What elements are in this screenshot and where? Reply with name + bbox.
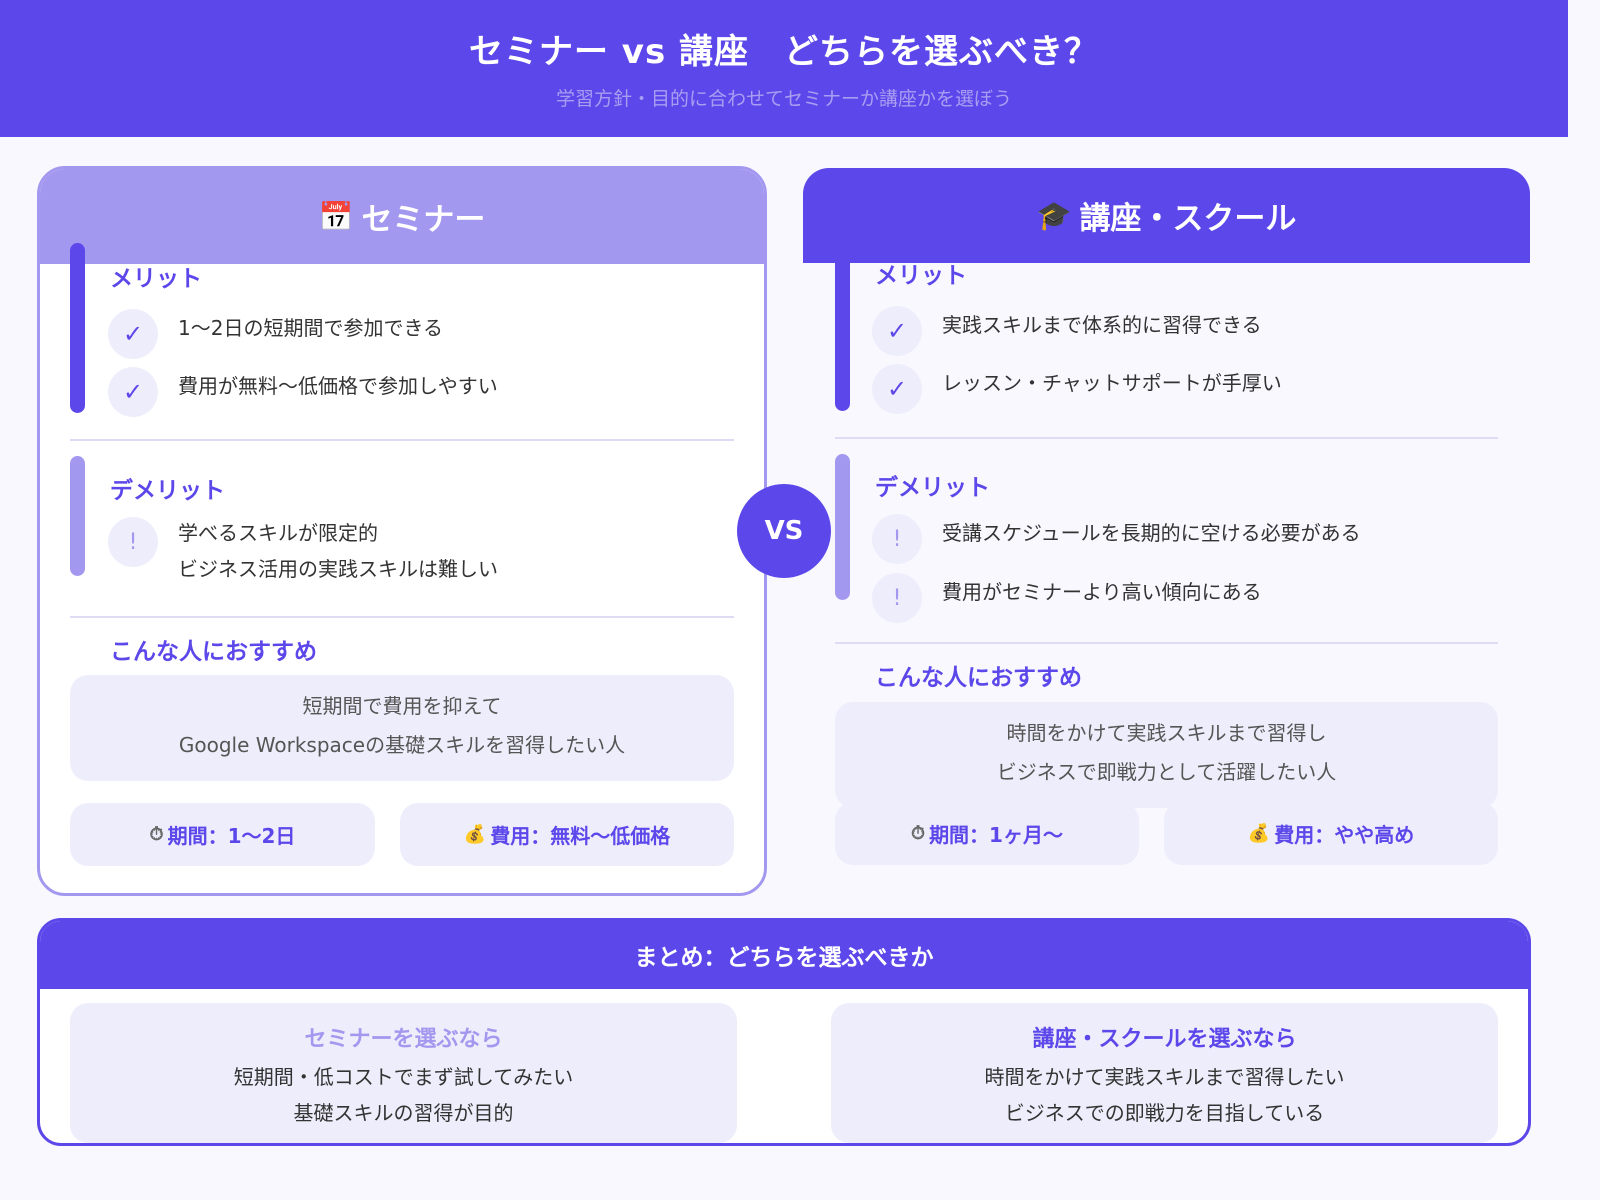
summary-seminar-title: セミナーを選ぶなら [304, 1027, 503, 1052]
vs-badge: VS [737, 484, 831, 578]
course-card-header: 🎓 講座・スクール [803, 168, 1530, 263]
summary-course-box: 講座・スクールを選ぶなら 時間をかけて実践スキルまで習得したい ビジネスでの即戦… [831, 1003, 1498, 1143]
graduation-cap-icon: 🎓 [1036, 199, 1072, 232]
section-divider [835, 642, 1498, 644]
course-demerit-item: ! 費用がセミナーより高い傾向にある [872, 573, 1262, 623]
seminar-merit-item: ✓ 費用が無料〜低価格で参加しやすい [108, 367, 498, 417]
seminar-merit-title: メリット [110, 266, 202, 292]
money-bag-icon: 💰 [463, 824, 487, 845]
seminar-period-badge: ⏱ 期間：1〜2日 [70, 803, 375, 866]
seminar-recommend-box: 短期間で費用を抑えて Google Workspaceの基礎スキルを習得したい人 [70, 675, 734, 781]
seminar-demerit-title: デメリット [110, 478, 225, 504]
stopwatch-icon: ⏱ [911, 823, 926, 844]
seminar-card-header: 📅 セミナー [40, 169, 764, 264]
summary-course-title: 講座・スクールを選ぶなら [1032, 1027, 1297, 1052]
seminar-merit-item: ✓ 1〜2日の短期間で参加できる [108, 309, 443, 359]
demerit-accent-bar [835, 454, 850, 600]
seminar-cost-badge: 💰 費用：無料〜低価格 [400, 803, 734, 866]
money-bag-icon: 💰 [1247, 823, 1271, 844]
section-divider [70, 616, 734, 618]
check-icon: ✓ [108, 309, 158, 359]
seminar-card-title: セミナー [361, 202, 486, 238]
warning-icon: ! [872, 573, 922, 623]
course-card: 🎓 講座・スクール メリット ✓ 実践スキルまで体系的に習得できる ✓ レッスン… [803, 168, 1530, 888]
calendar-icon: 📅 [318, 200, 354, 233]
course-demerit-item: ! 受講スケジュールを長期的に空ける必要がある [872, 514, 1361, 564]
page-title: セミナー vs 講座 どちらを選ぶべき？ [468, 32, 1100, 72]
merit-accent-bar [70, 243, 85, 413]
summary-seminar-box: セミナーを選ぶなら 短期間・低コストでまず試してみたい 基礎スキルの習得が目的 [70, 1003, 737, 1143]
summary-title: まとめ：どちらを選ぶべきか [40, 921, 1528, 989]
page-subtitle: 学習方針・目的に合わせてセミナーか講座かを選ぼう [555, 88, 1012, 110]
course-recommend-box: 時間をかけて実践スキルまで習得し ビジネスで即戦力として活躍したい人 [835, 702, 1498, 808]
demerit-accent-bar [70, 456, 85, 576]
seminar-recommend-title: こんな人におすすめ [110, 639, 317, 665]
course-merit-item: ✓ レッスン・チャットサポートが手厚い [872, 364, 1282, 414]
course-card-title: 講座・スクール [1079, 201, 1297, 237]
summary-panel: まとめ：どちらを選ぶべきか セミナーを選ぶなら 短期間・低コストでまず試してみた… [37, 918, 1531, 1146]
course-recommend-title: こんな人におすすめ [875, 665, 1082, 691]
course-demerit-title: デメリット [875, 475, 990, 501]
warning-icon: ! [108, 517, 158, 567]
seminar-card: 📅 セミナー メリット ✓ 1〜2日の短期間で参加できる ✓ 費用が無料〜低価格… [37, 166, 767, 896]
check-icon: ✓ [872, 306, 922, 356]
page-header: セミナー vs 講座 どちらを選ぶべき？ 学習方針・目的に合わせてセミナーか講座… [0, 0, 1568, 137]
merit-accent-bar [835, 246, 850, 411]
course-merit-item: ✓ 実践スキルまで体系的に習得できる [872, 306, 1262, 356]
section-divider [835, 437, 1498, 439]
seminar-demerit-item: ! 学べるスキルが限定的 ビジネス活用の実践スキルは難しい [108, 517, 498, 587]
course-period-badge: ⏱ 期間：1ヶ月〜 [835, 802, 1139, 865]
stopwatch-icon: ⏱ [149, 824, 164, 845]
check-icon: ✓ [108, 367, 158, 417]
course-cost-badge: 💰 費用：やや高め [1164, 802, 1498, 865]
warning-icon: ! [872, 514, 922, 564]
check-icon: ✓ [872, 364, 922, 414]
course-merit-title: メリット [875, 263, 967, 289]
section-divider [70, 439, 734, 441]
